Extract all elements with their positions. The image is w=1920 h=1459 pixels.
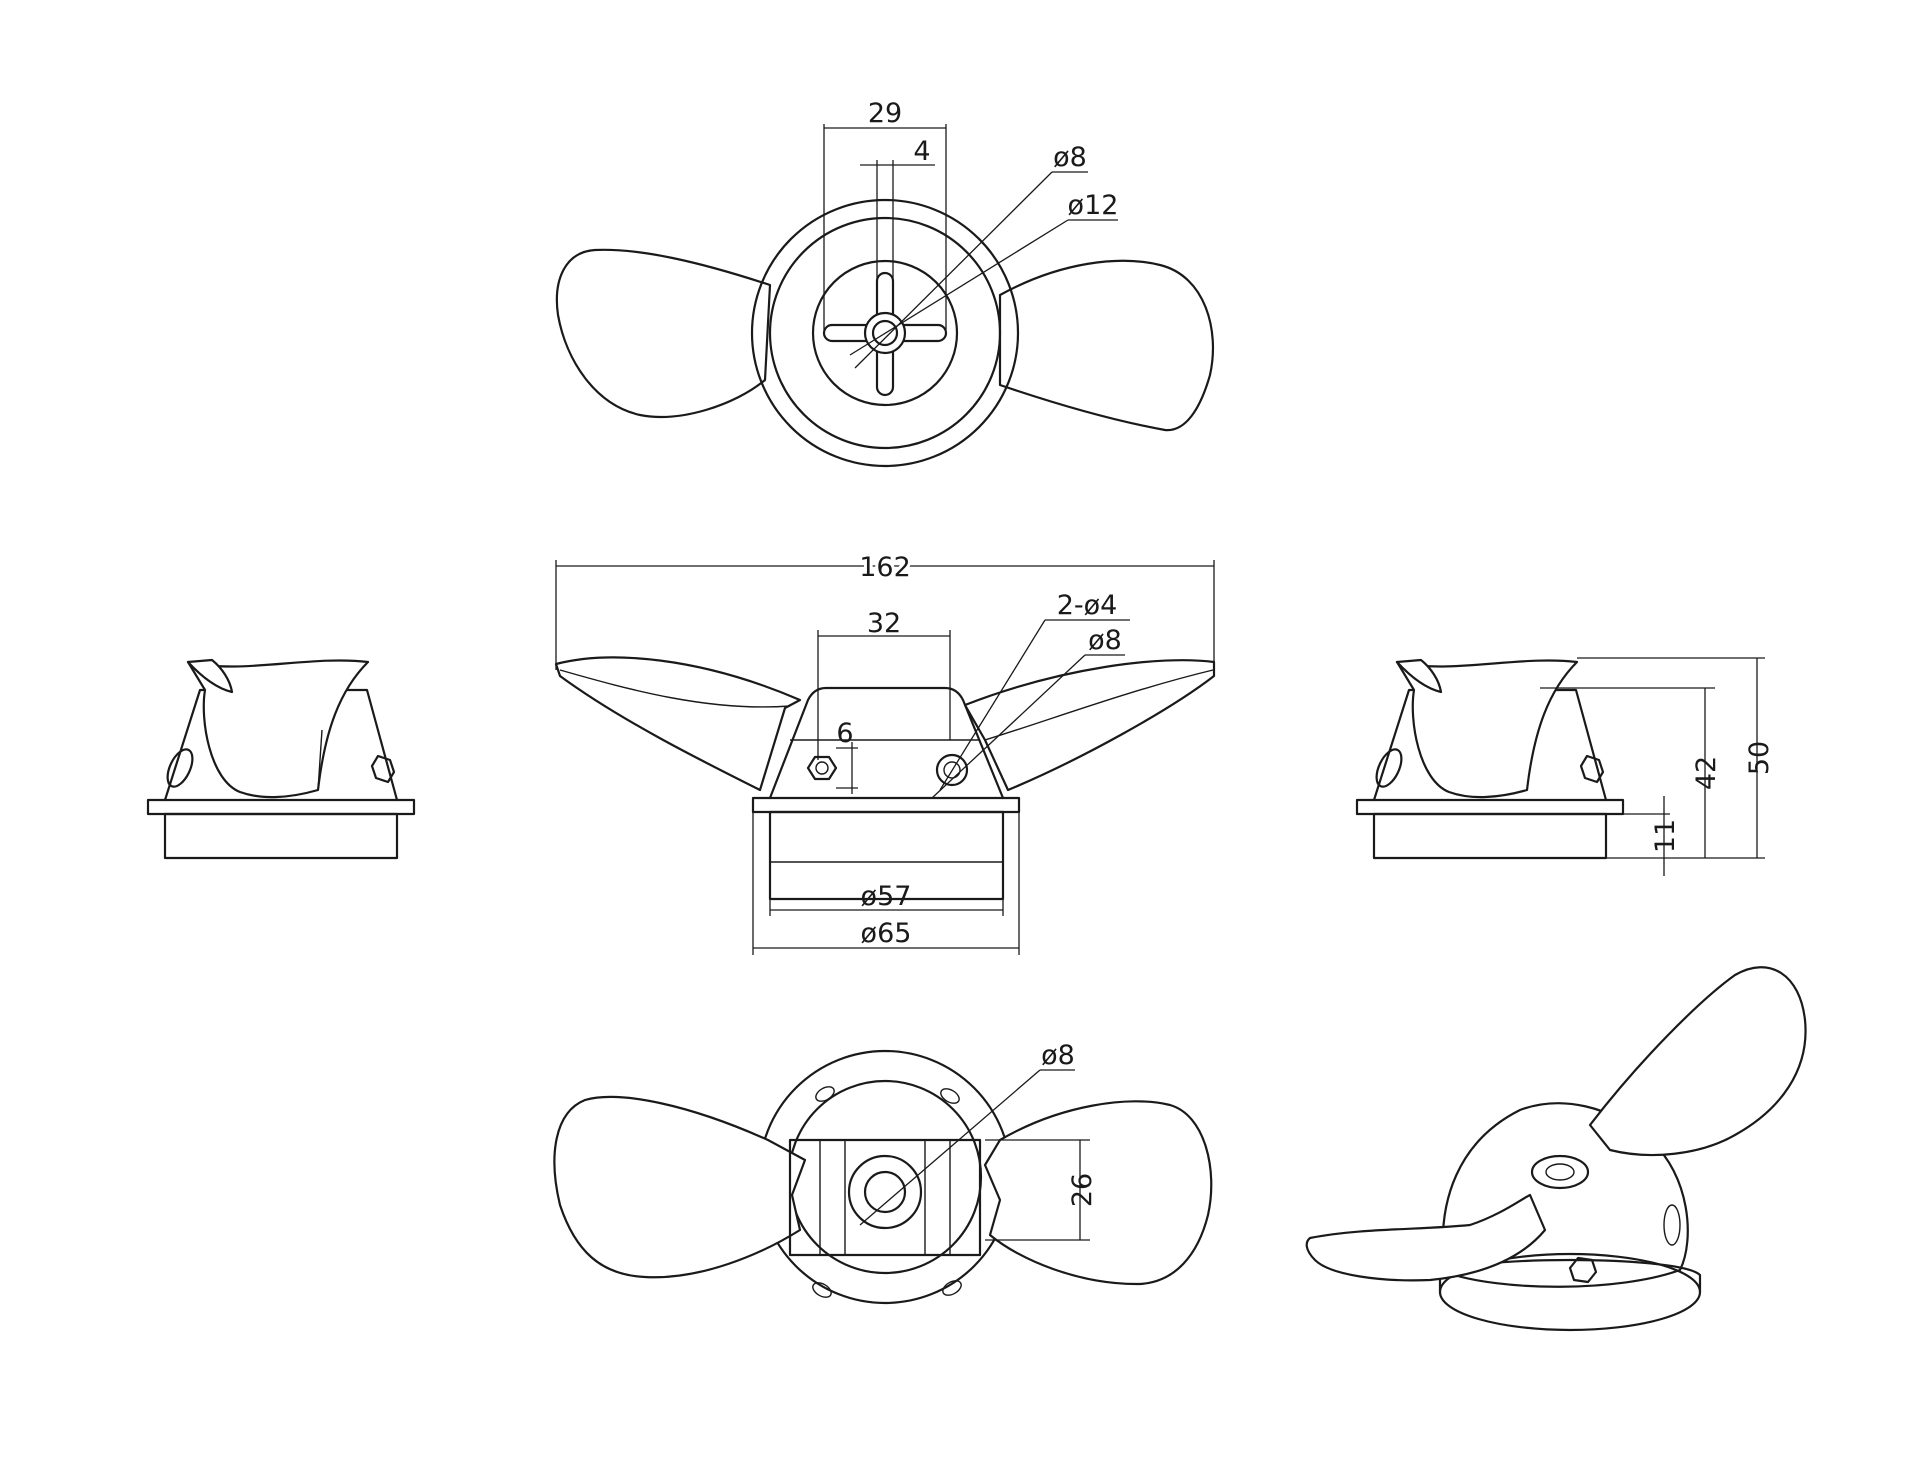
left-view	[146, 658, 416, 860]
front-dim-holes: 2-ø4	[1057, 590, 1118, 621]
right-hole	[1375, 748, 1403, 788]
bottom-boss	[847, 1154, 923, 1230]
front-bore	[935, 753, 969, 787]
right-dim-42: 42	[1691, 756, 1722, 790]
front-dim-6: 6	[836, 718, 853, 749]
top-hub-ring	[768, 216, 1002, 450]
front-dim-bore: ø8	[1088, 625, 1122, 656]
left-nut	[370, 754, 396, 784]
bottom-left-blade	[553, 1095, 807, 1279]
top-dim-bore: ø8	[1053, 142, 1087, 173]
top-view: 29 4 ø8 ø12	[555, 98, 1214, 468]
iso-bore-boss	[1530, 1154, 1590, 1190]
top-hub-inner	[811, 259, 959, 407]
right-blade	[1395, 659, 1579, 799]
top-hub-outer	[750, 198, 1020, 468]
iso-hole	[1663, 1204, 1681, 1246]
right-nut	[1579, 754, 1605, 784]
right-base-body	[1372, 812, 1608, 860]
left-blade	[186, 659, 370, 799]
top-dim-4: 4	[913, 136, 930, 167]
isometric-view	[1305, 966, 1807, 1332]
top-bore	[871, 319, 899, 347]
left-hole	[166, 748, 194, 788]
bottom-right-blade	[983, 1100, 1213, 1286]
bottom-hub-block	[788, 1138, 982, 1257]
top-dim-boss: ø12	[1068, 190, 1119, 221]
right-view: 50 42 11	[1355, 657, 1775, 876]
right-base-flange	[1355, 798, 1625, 816]
right-dim-50: 50	[1744, 741, 1775, 775]
right-dim-11: 11	[1650, 819, 1681, 853]
front-base-body	[768, 810, 1005, 901]
iso-lower-blade	[1305, 1193, 1547, 1282]
front-nut	[806, 755, 838, 781]
front-left-blade	[554, 656, 802, 792]
front-dim-32: 32	[867, 608, 901, 639]
bottom-view: ø8 26	[553, 1040, 1213, 1305]
bottom-dim-bore: ø8	[1041, 1040, 1075, 1071]
bottom-dim-26: 26	[1067, 1173, 1098, 1207]
top-dim-29: 29	[868, 98, 902, 129]
left-base-body	[163, 812, 399, 860]
front-view: 162 32 6 2-ø4 ø8 ø57 ø65	[554, 549, 1216, 955]
left-base-flange	[146, 798, 416, 816]
front-base-flange	[751, 796, 1021, 814]
front-hub	[768, 686, 1005, 800]
bottom-bore	[863, 1170, 907, 1214]
iso-upper-blade	[1588, 966, 1807, 1157]
iso-nut	[1568, 1256, 1598, 1284]
front-dim-base-inner: ø57	[861, 881, 912, 912]
top-right-blade	[998, 259, 1214, 432]
front-dim-162: 162	[859, 552, 911, 583]
top-left-blade	[555, 248, 772, 419]
front-dim-base-outer: ø65	[861, 918, 912, 949]
